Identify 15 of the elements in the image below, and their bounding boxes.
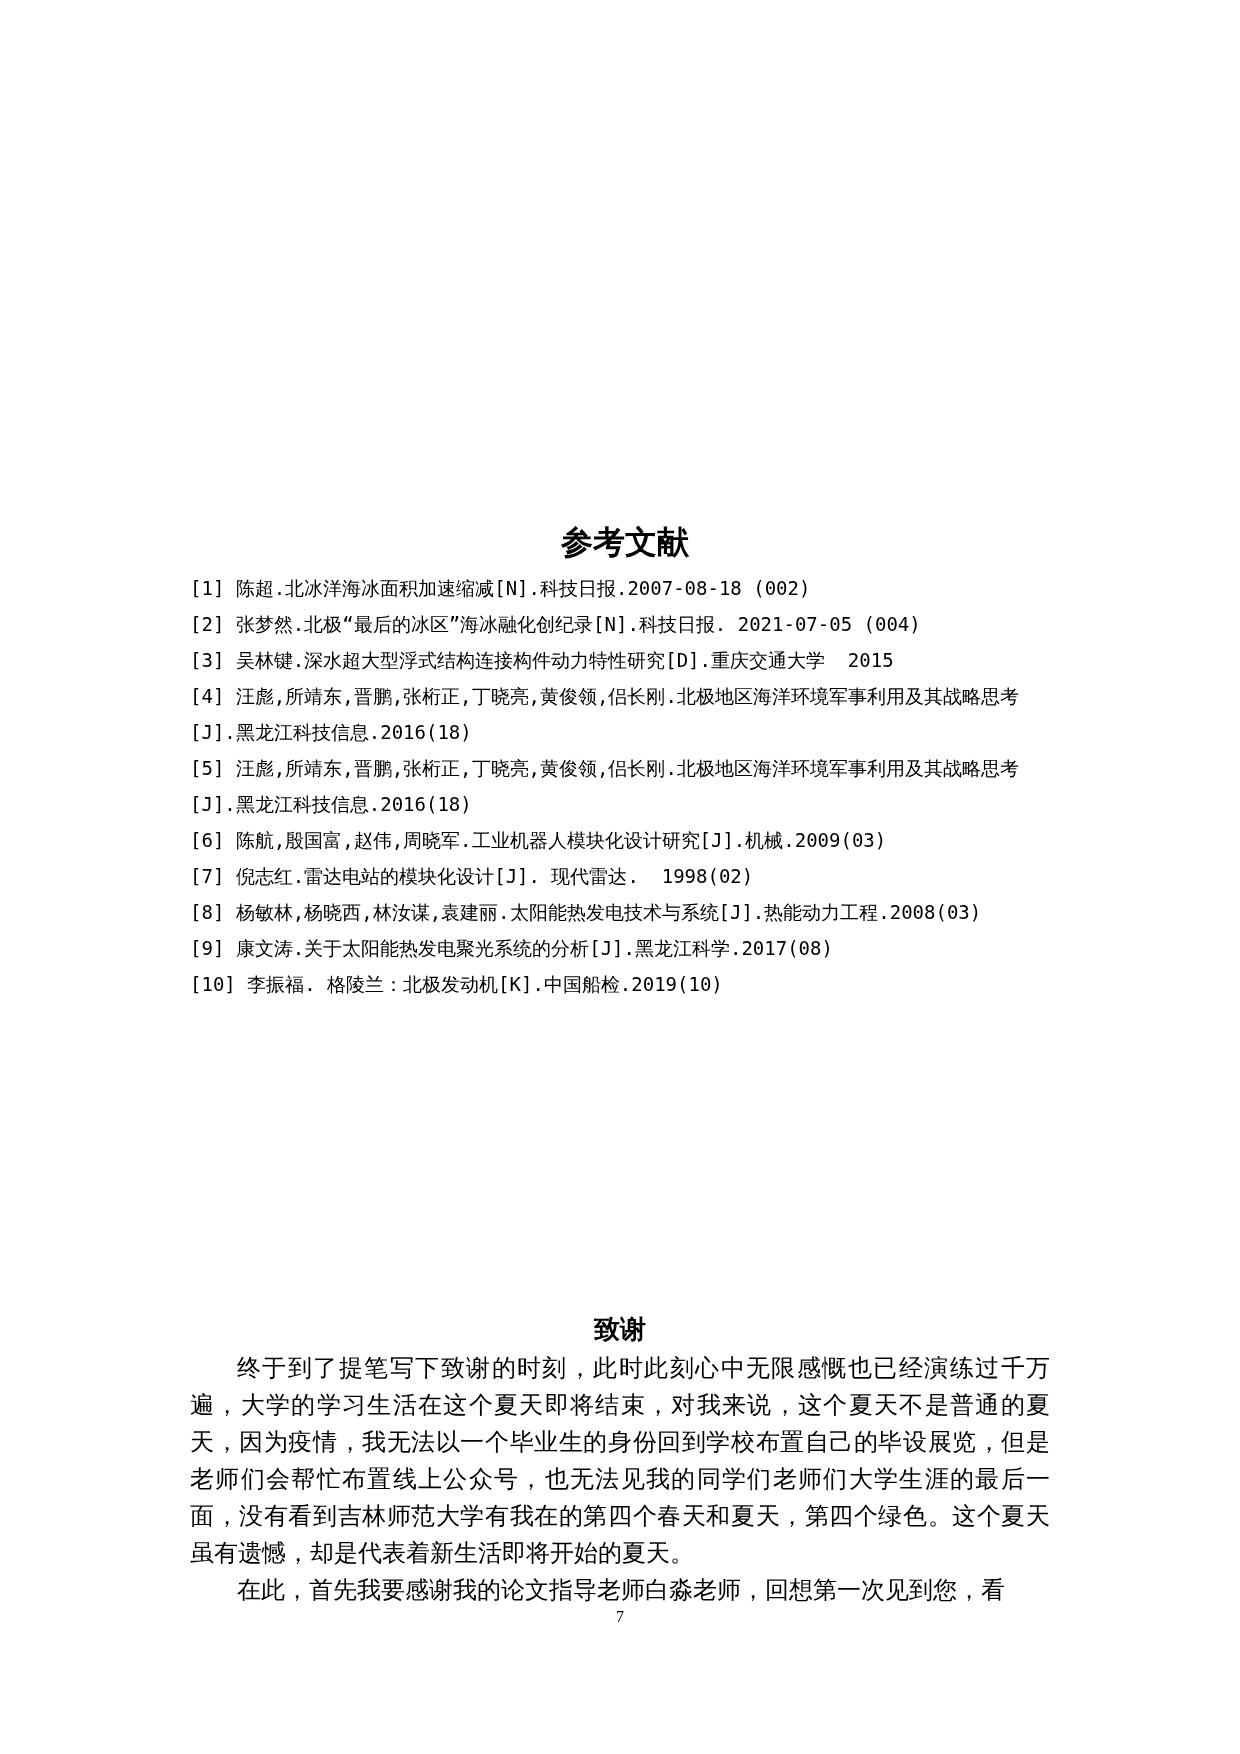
- reference-entry: [8] 杨敏林,杨晓西,林汝谋,袁建丽.太阳能热发电技术与系统[J].热能动力工程.2008(03): [190, 900, 983, 925]
- body-paragraph: 在此，首先我要感谢我的论文指导老师白淼老师，回想第一次见到您，看: [236, 1576, 1006, 1605]
- reference-entry: [5] 汪彪,所靖东,晋鹏,张桁正,丁晓亮,黄俊领,侣长刚.北极地区海洋环境军事利用及其战略思考[J].黑龙江科技信息.2016(18): [190, 756, 1020, 817]
- reference-entry: [2] 张梦然.北极“最后的冰区”海冰融化创纪录[N].科技日报. 2021-07-05 (004): [190, 612, 922, 637]
- reference-entry: [4] 汪彪,所靖东,晋鹏,张桁正,丁晓亮,黄俊领,侣长刚.北极地区海洋环境军事利用及其战略思考[J].黑龙江科技信息.2016(18): [190, 684, 1020, 745]
- reference-entry: [6] 陈航,殷国富,赵伟,周晓军.工业机器人模块化设计研究[J].机械.2009(03): [190, 828, 888, 853]
- reference-entry: [7] 倪志红.雷达电站的模块化设计[J]. 现代雷达. 1998(02): [190, 864, 755, 889]
- reference-entry: [10] 李振福. 格陵兰：北极发动机[K].中国船检.2019(10): [190, 972, 724, 997]
- section-heading: 参考文献: [561, 523, 689, 562]
- reference-entry: [9] 康文涛.关于太阳能热发电聚光系统的分析[J].黑龙江科学.2017(08): [190, 936, 834, 961]
- page-number: 7: [615, 1607, 625, 1627]
- body-paragraph: 终于到了提笔写下致谢的时刻，此时此刻心中无限感慨也已经演练过千万遍，大学的学习生活在这个夏天即将结束，对我来说，这个夏天不是普通的夏天，因为疫情，我无法以一个毕业生的身份回到学校布置自己的毕设展览，但是老师们会帮忙布置线上公众号，也无法见我的同学们老师们大学生涯的最后一面，没有看到吉林师范大学有我在的第四个春天和夏天，第四个绿色。这个夏天虽有遗憾，却是代表着新生活即将开始的夏天。: [190, 1354, 1050, 1568]
- reference-entry: [1] 陈超.北冰洋海冰面积加速缩减[N].科技日报.2007-08-18 (002): [190, 576, 812, 601]
- reference-entry: [3] 吴林键.深水超大型浮式结构连接构件动力特性研究[D].重庆交通大学 2015: [190, 648, 895, 673]
- section-heading: 致谢: [594, 1314, 646, 1346]
